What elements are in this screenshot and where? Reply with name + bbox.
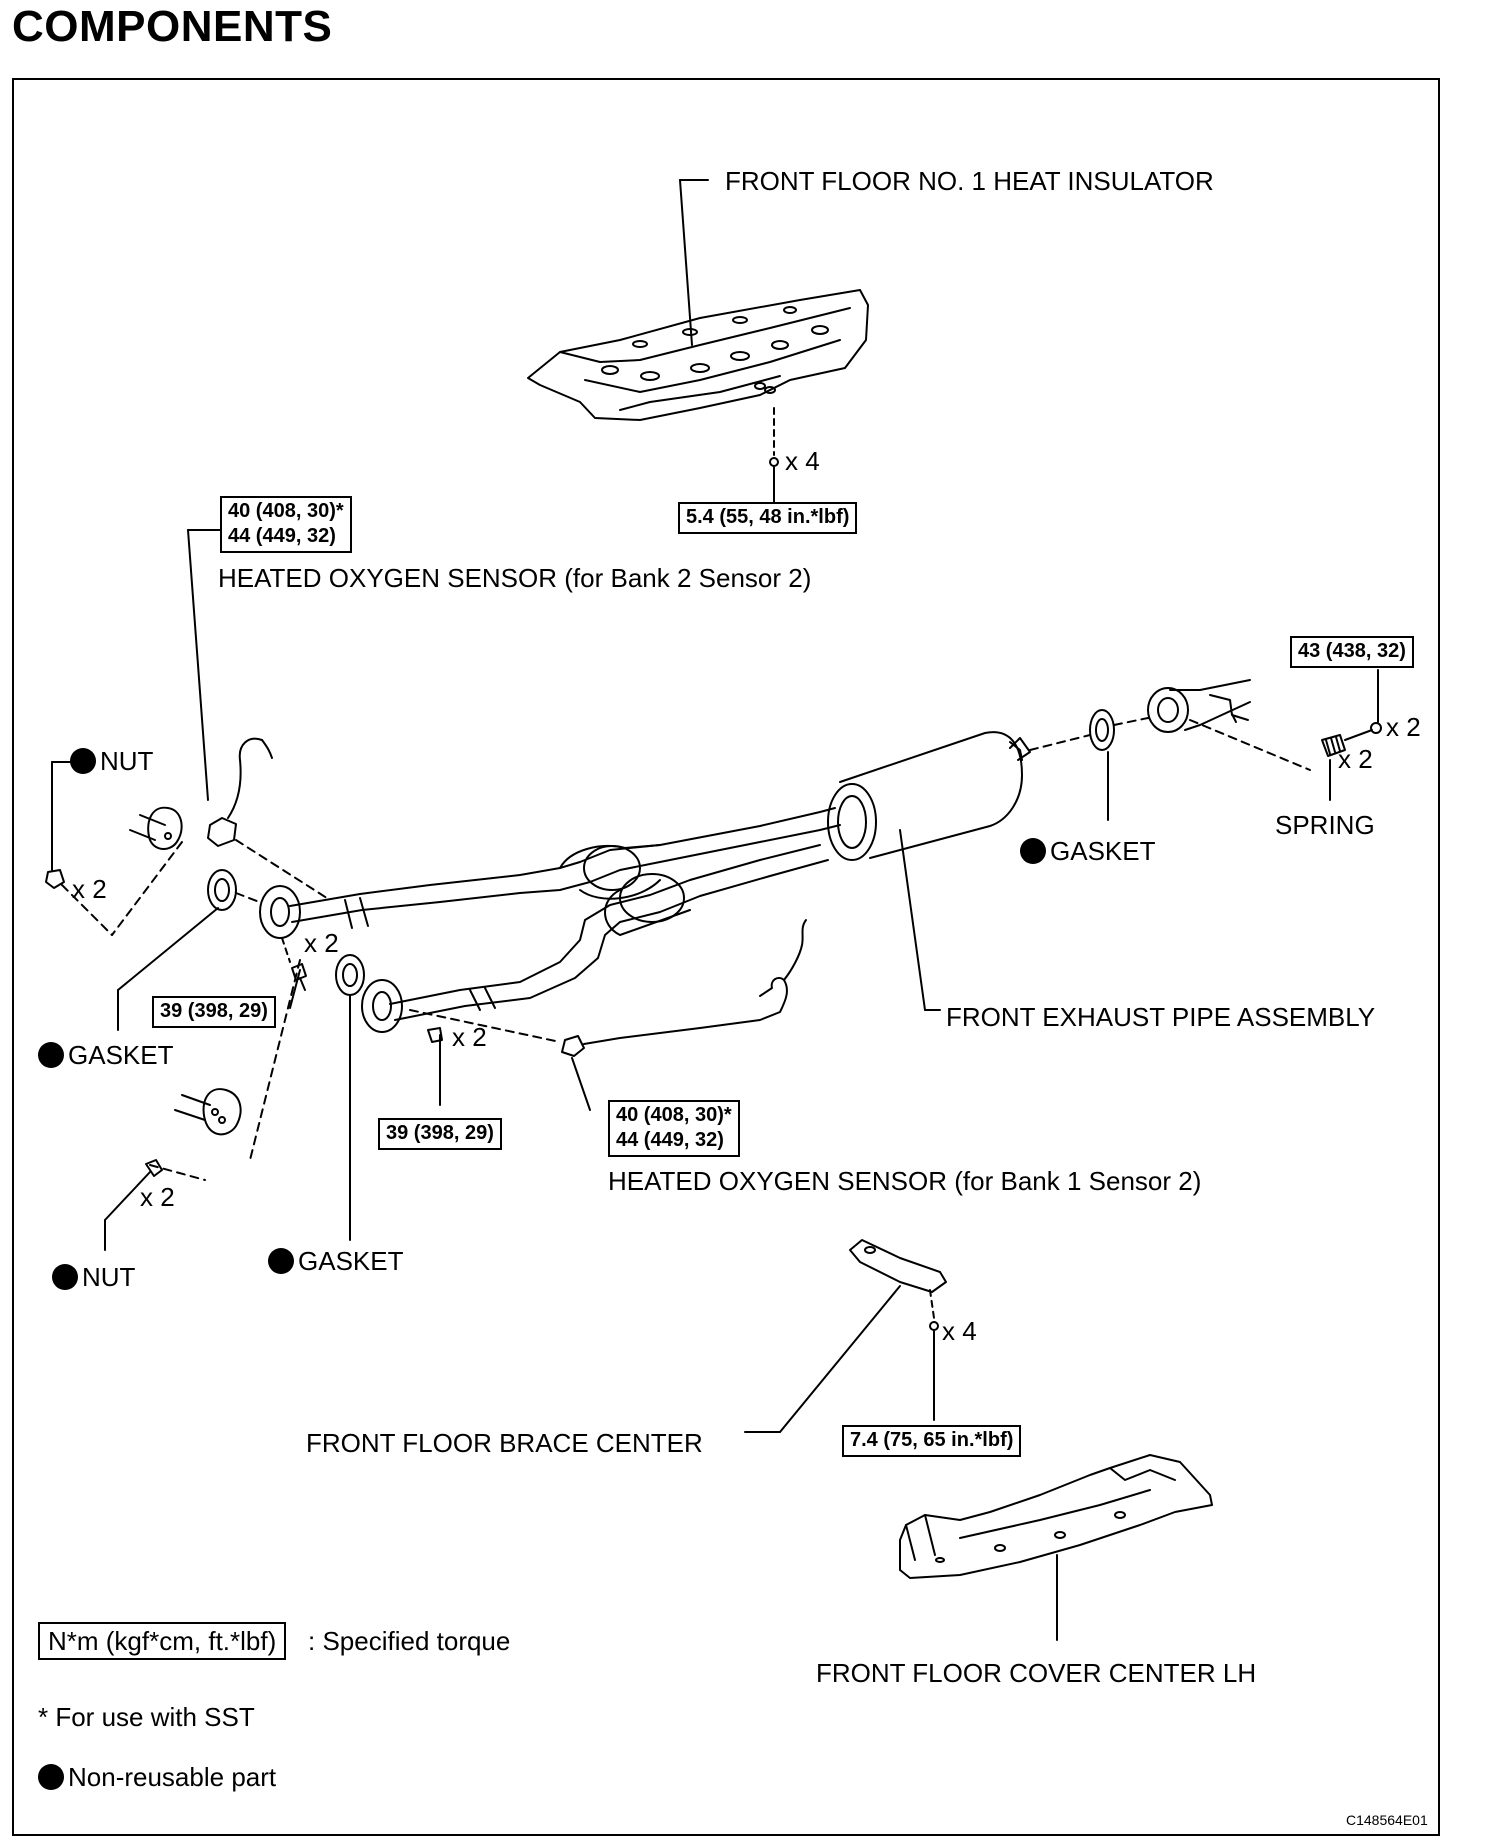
label-nut-lower: NUT xyxy=(52,1264,135,1290)
floor-cover-drawing xyxy=(899,1454,1213,1579)
torque-brace: 7.4 (75, 65 in.*lbf) xyxy=(842,1425,1022,1457)
non-reusable-dot-icon xyxy=(1020,838,1046,864)
legend-torque-desc: : Specified torque xyxy=(308,1626,511,1656)
non-reusable-dot-icon xyxy=(38,1764,64,1790)
rear-pipe-drawing xyxy=(1147,679,1251,733)
label-heat-insulator: FRONT FLOOR NO. 1 HEAT INSULATOR xyxy=(725,166,1214,196)
diagram-frame xyxy=(12,78,1440,1836)
non-reusable-dot-icon xyxy=(70,748,96,774)
torque-o2-bank2-line1: 40 (408, 30)* xyxy=(228,500,344,522)
qty-rear-bolts: x 2 xyxy=(1386,712,1421,742)
lower-nut-drawing xyxy=(145,1159,163,1177)
torque-o2-bank1-line2: 44 (449, 32) xyxy=(616,1129,724,1151)
exhaust-pipe-drawing xyxy=(259,731,1031,1033)
qty-flange-left-bolts: x 2 xyxy=(304,928,339,958)
page-title: COMPONENTS xyxy=(12,2,333,51)
label-floor-brace-center: FRONT FLOOR BRACE CENTER xyxy=(306,1428,703,1458)
label-o2-sensor-bank2: HEATED OXYGEN SENSOR (for Bank 2 Sensor … xyxy=(218,563,812,593)
legend-sst-note: * For use with SST xyxy=(38,1702,255,1732)
torque-flange-middle: 39 (398, 29) xyxy=(378,1118,502,1150)
flange-middle-bolt-drawing xyxy=(427,1027,443,1043)
qty-springs: x 2 xyxy=(1338,744,1373,774)
torque-heat-insulator: 5.4 (55, 48 in.*lbf) xyxy=(678,502,858,534)
label-spring: SPRING xyxy=(1275,810,1375,840)
rear-gasket-drawing xyxy=(1089,709,1115,751)
left-lower-flange-drawing xyxy=(174,1088,242,1136)
label-gasket-left: GASKET xyxy=(38,1042,173,1068)
left-upper-flange-drawing xyxy=(129,806,183,850)
torque-o2-bank1-line1: 40 (408, 30)* xyxy=(616,1104,732,1126)
qty-nuts-upper: x 2 xyxy=(72,874,107,904)
label-exhaust-pipe-assembly: FRONT EXHAUST PIPE ASSEMBLY xyxy=(946,1002,1376,1032)
non-reusable-dot-icon xyxy=(268,1248,294,1274)
o2-sensor-bank2-drawing xyxy=(207,737,273,847)
brace-drawing xyxy=(849,1239,947,1293)
left-gasket-drawing xyxy=(207,869,237,911)
qty-nuts-lower: x 2 xyxy=(140,1182,175,1212)
non-reusable-dot-icon xyxy=(38,1042,64,1068)
torque-o2-bank1: 40 (408, 30)* 44 (449, 32) xyxy=(608,1100,740,1157)
qty-brace-bolts: x 4 xyxy=(942,1316,977,1346)
torque-rear-bolt: 43 (438, 32) xyxy=(1290,636,1414,668)
spring-drawing xyxy=(1321,734,1346,757)
rear-bolt-drawing xyxy=(1344,722,1382,741)
torque-o2-bank2-line2: 44 (449, 32) xyxy=(228,525,336,547)
label-nut-upper: NUT xyxy=(70,748,153,774)
label-o2-sensor-bank1: HEATED OXYGEN SENSOR (for Bank 1 Sensor … xyxy=(608,1166,1202,1196)
o2-sensor-bank1-drawing xyxy=(561,919,807,1057)
heat-insulator-drawing xyxy=(527,289,869,421)
non-reusable-dot-icon xyxy=(52,1264,78,1290)
middle-gasket-drawing xyxy=(335,954,365,996)
upper-nut-drawing xyxy=(45,869,65,889)
legend-non-reusable: Non-reusable part xyxy=(38,1764,276,1790)
qty-flange-middle-bolts: x 2 xyxy=(452,1022,487,1052)
legend-torque-unit: N*m (kgf*cm, ft.*lbf) xyxy=(38,1622,287,1660)
torque-flange-left: 39 (398, 29) xyxy=(152,996,276,1028)
qty-insulator-bolts: x 4 xyxy=(785,446,820,476)
label-gasket-middle: GASKET xyxy=(268,1248,403,1274)
label-gasket-right: GASKET xyxy=(1020,838,1155,864)
figure-code: C148564E01 xyxy=(1346,1812,1428,1828)
torque-o2-bank2: 40 (408, 30)* 44 (449, 32) xyxy=(220,496,352,553)
label-floor-cover-center-lh: FRONT FLOOR COVER CENTER LH xyxy=(816,1658,1257,1688)
